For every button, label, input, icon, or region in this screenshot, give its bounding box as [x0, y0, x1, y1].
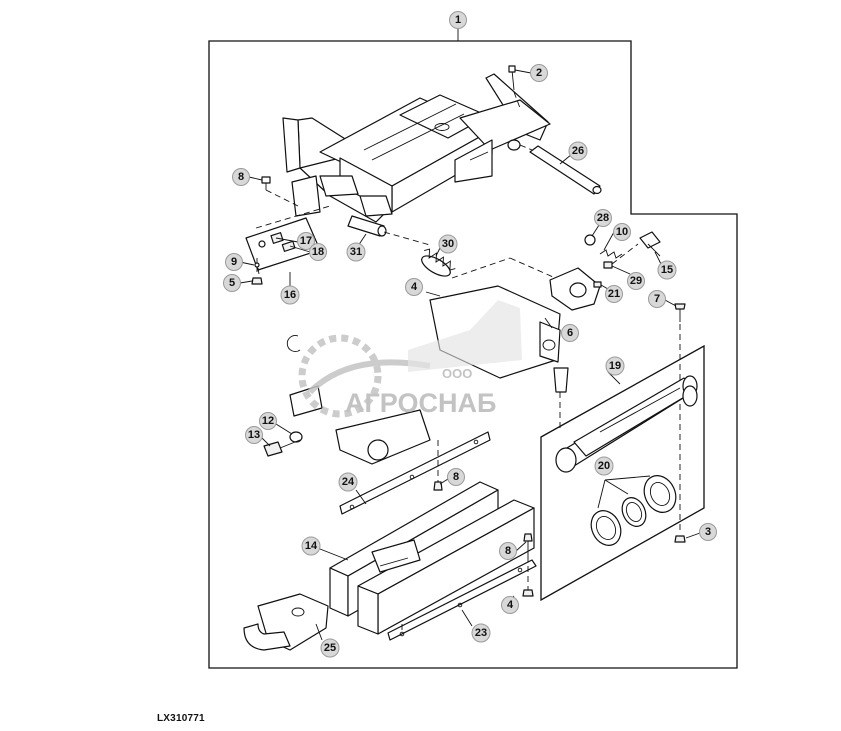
callout-2: 2 [530, 64, 548, 82]
cylinder-19 [555, 375, 698, 473]
callout-20: 20 [594, 456, 614, 476]
svg-text:26: 26 [572, 145, 584, 157]
callout-1: 1 [449, 11, 467, 29]
callout-4-lower: 4 [501, 596, 519, 614]
svg-text:5: 5 [229, 277, 235, 289]
callout-8-mid: 8 [447, 468, 465, 486]
pin-2 [508, 65, 521, 109]
svg-text:12: 12 [262, 415, 274, 427]
strip-24 [339, 431, 491, 515]
watermark-prefix: ООО [442, 366, 472, 381]
cylinder-inset-frame [540, 344, 705, 602]
svg-text:29: 29 [630, 275, 642, 287]
svg-text:17: 17 [300, 235, 312, 247]
svg-text:24: 24 [342, 476, 355, 488]
svg-text:25: 25 [324, 642, 336, 654]
svg-text:20: 20 [598, 460, 610, 472]
svg-text:16: 16 [284, 289, 296, 301]
bolt-7 [674, 303, 686, 543]
callout-15: 15 [657, 260, 677, 280]
latch-assembly [549, 231, 661, 311]
shaft-26 [507, 139, 602, 195]
svg-text:10: 10 [616, 226, 628, 238]
svg-text:8: 8 [505, 545, 511, 557]
svg-text:21: 21 [608, 288, 620, 300]
svg-text:6: 6 [567, 327, 573, 339]
svg-text:14: 14 [305, 540, 318, 552]
svg-text:19: 19 [609, 360, 621, 372]
svg-text:2: 2 [536, 67, 542, 79]
spring-30 [421, 248, 561, 281]
svg-text:8: 8 [238, 171, 244, 183]
callout-17: 17 [297, 232, 315, 250]
fastener-8-9-5 [251, 176, 299, 285]
callout-6: 6 [561, 324, 579, 342]
svg-text:4: 4 [507, 599, 514, 611]
callout-7: 7 [648, 290, 666, 308]
svg-text:9: 9 [231, 256, 237, 268]
callout-25: 25 [320, 638, 340, 658]
svg-text:18: 18 [312, 246, 324, 258]
callout-3: 3 [699, 523, 717, 541]
plate-16 [245, 205, 331, 281]
figure-id-label: LX310771 [157, 713, 205, 724]
svg-text:28: 28 [597, 212, 609, 224]
callout-10: 10 [613, 223, 631, 241]
strip-23 [387, 559, 537, 641]
drawbar-14 [329, 481, 535, 635]
callout-5: 5 [223, 274, 241, 292]
svg-text:4: 4 [411, 281, 418, 293]
svg-text:7: 7 [654, 293, 660, 305]
callout-16: 16 [280, 285, 300, 305]
svg-text:1: 1 [455, 14, 461, 26]
pin-31 [347, 215, 431, 246]
seal-kit-20 [590, 475, 677, 546]
fastener-12-13 [263, 431, 303, 457]
callout-8-lower: 8 [499, 542, 517, 560]
callout-13: 13 [245, 426, 263, 444]
hitch-25 [243, 593, 329, 651]
callout-26: 26 [568, 141, 588, 161]
svg-text:30: 30 [442, 238, 454, 250]
callout-23: 23 [471, 623, 491, 643]
svg-text:15: 15 [661, 264, 673, 276]
main-frame-assembly [282, 73, 551, 223]
svg-text:31: 31 [350, 246, 362, 258]
callout-24: 24 [338, 472, 358, 492]
callout-9: 9 [225, 253, 243, 271]
callout-18: 18 [309, 243, 327, 261]
callout-21: 21 [605, 285, 623, 303]
svg-text:13: 13 [248, 429, 260, 441]
callout-31: 31 [346, 242, 366, 262]
callout-29: 29 [627, 272, 645, 290]
callout-19: 19 [605, 356, 625, 376]
callout-28: 28 [594, 209, 612, 227]
svg-text:23: 23 [475, 627, 487, 639]
watermark-brand: АГРОСНАБ [345, 388, 496, 418]
bolt-8-lower [522, 533, 534, 597]
watermark-logo: ООО АГРОСНАБ [298, 300, 522, 418]
diagram-frame [208, 40, 738, 669]
callout-30: 30 [438, 234, 458, 254]
svg-text:3: 3 [705, 526, 711, 538]
callout-8-top: 8 [232, 168, 250, 186]
svg-text:8: 8 [453, 471, 459, 483]
callout-14: 14 [301, 536, 321, 556]
callout-4-top: 4 [405, 278, 423, 296]
callout-12: 12 [259, 412, 277, 430]
